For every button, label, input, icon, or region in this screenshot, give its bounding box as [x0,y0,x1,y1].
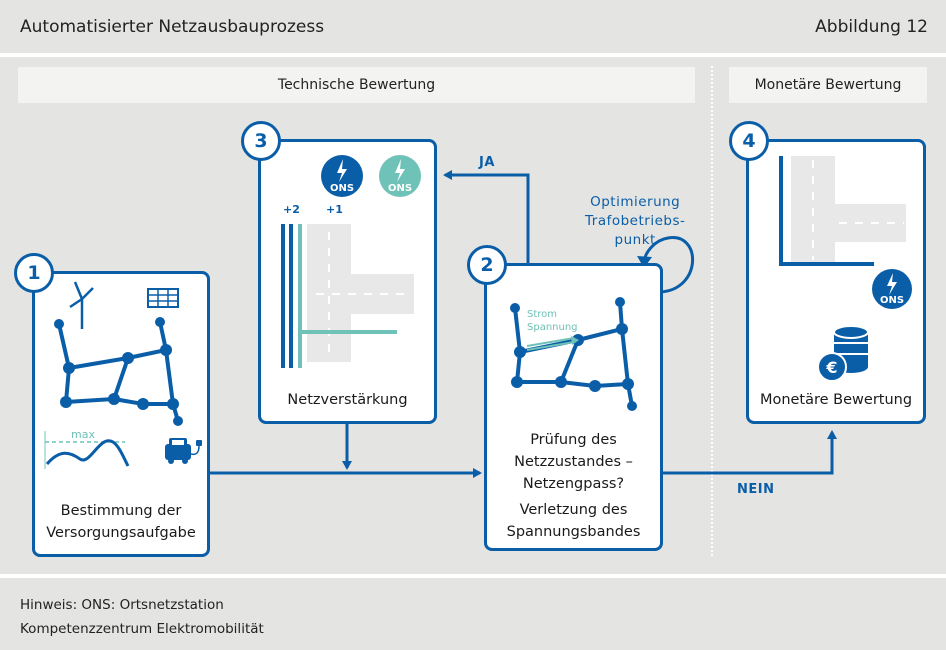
step-1-caption-line2: Versorgungsaufgabe [46,525,196,541]
label-optimize: Optimierung Trafobetriebs- punkt [585,193,685,250]
electric-car-icon [165,438,202,464]
label-yes: JA [479,155,495,170]
label-optimize-line1: Optimierung [590,194,681,210]
header-bar: Automatisierter Netzausbauprozess Abbild… [0,0,946,53]
section-monetary: Monetäre Bewertung [729,67,927,103]
svg-text:ONS: ONS [330,183,354,194]
footer-separator [0,574,946,578]
level-plus1: +1 [326,203,343,216]
step-3-caption: Netzverstärkung [287,392,408,408]
chart-max-label: max [71,428,95,441]
step-2-condition: Verletzung des Spannungsbandes [487,499,660,543]
solar-panel-icon [147,288,179,308]
ons-badge-new-icon: ONS [379,155,421,197]
step-4-box: ONS € Monetäre Bewertung [746,139,926,424]
step-2-line1: Prüfung des [530,432,617,448]
step-2-line5: Spannungsbandes [506,524,641,540]
svg-text:ONS: ONS [880,295,904,306]
ons-badge-icon: ONS [872,269,912,309]
network-lines [57,321,180,422]
level-plus2: +2 [283,203,300,216]
step-1-box: max Bestimmung der Versorgungsaufgabe [32,271,210,557]
step-1-caption-line1: Bestimmung der [60,503,182,519]
section-technical: Technische Bewertung [18,67,695,103]
footer-source: Kompetenzzentrum Elektromobilität [20,621,264,637]
cost-illustration: ONS € [779,156,912,382]
label-no: NEIN [737,482,775,497]
step-2-number: 2 [467,245,507,285]
wind-turbine-icon [69,281,94,329]
step-3-number: 3 [241,121,281,161]
label-optimize-line2: Trafobetriebs- [585,213,686,229]
step-2-box: Strom Spannung Prüfung des Netzzustandes… [484,263,663,551]
legend-strom: Strom [527,309,557,320]
svg-text:ONS: ONS [388,183,412,194]
step-2-question: Prüfung des Netzzustandes – Netzengpass? [487,429,660,495]
load-curve-icon: max [44,428,130,469]
step-2-line4: Verletzung des [519,502,628,518]
grid-check-illustration: Strom Spannung [510,297,637,411]
step-4-number: 4 [729,121,769,161]
svg-text:€: € [825,358,837,377]
coins-euro-icon: € [817,325,869,382]
section-divider [711,66,713,556]
network-nodes [54,317,183,426]
check-network-nodes [510,297,637,411]
header-separator [0,53,946,57]
grid-reinforcement-illustration: ONS ONS +2 +1 [281,155,421,368]
step-2-line2: Netzzustandes – [514,454,633,470]
step-3-box: ONS ONS +2 +1 Netzverstärkung [258,139,437,424]
arrow-yes [443,170,530,266]
ons-badge-icon: ONS [321,155,363,197]
legend-spannung: Spannung [527,322,578,333]
step-4-caption: Monetäre Bewertung [759,392,913,408]
step-1-number: 1 [14,253,54,293]
label-optimize-line3: punkt [614,232,656,248]
page-title: Automatisierter Netzausbauprozess [20,17,325,37]
figure-label: Abbildung 12 [815,17,928,37]
step-2-line3: Netzengpass? [522,476,625,492]
supply-grid-illustration: max [44,281,202,469]
arrow-loop [642,236,694,294]
step-1-caption: Bestimmung der Versorgungsaufgabe [35,500,207,544]
footer-note: Hinweis: ONS: Ortsnetzstation [20,597,224,613]
cost-street-map [791,156,906,264]
arrow-no [662,430,837,475]
